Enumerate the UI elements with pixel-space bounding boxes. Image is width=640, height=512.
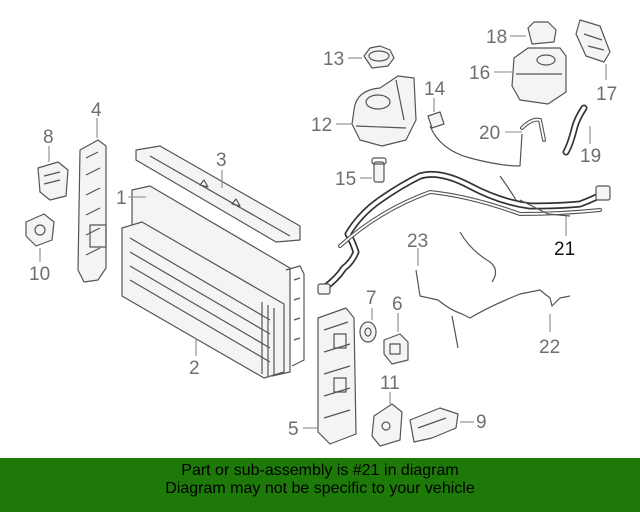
- callout-7: 7: [366, 288, 377, 309]
- part-8-bracket: [37, 161, 69, 201]
- part-22-line: [415, 231, 571, 349]
- part-10-mount: [25, 213, 55, 247]
- part-5-bracket: [317, 307, 357, 445]
- callout-23: 23: [407, 231, 428, 252]
- part-17-bracket: [575, 19, 611, 63]
- part-19-hose: [562, 104, 588, 156]
- banner-line-2: Diagram may not be specific to your vehi…: [165, 480, 475, 497]
- part-18-cap: [527, 21, 557, 45]
- part-20-hose: [520, 117, 546, 142]
- callout-17: 17: [596, 84, 617, 105]
- banner-line-1: Part or sub-assembly is #21 in diagram: [181, 462, 459, 479]
- callout-4: 4: [91, 100, 102, 121]
- callout-20: 20: [479, 123, 500, 144]
- callout-3: 3: [216, 150, 227, 171]
- callout-21: 21: [554, 239, 575, 260]
- part-11-bracket: [371, 403, 403, 447]
- callout-labels: 1 2 3 4 5 6 7 8 9 10 11 12 13 14 15 16 1…: [29, 27, 617, 440]
- part-2-radiator: [121, 185, 305, 379]
- callout-2: 2: [189, 358, 200, 379]
- part-14-clip: [427, 111, 445, 129]
- callout-12: 12: [311, 115, 332, 136]
- callout-18: 18: [486, 27, 507, 48]
- callout-13: 13: [323, 49, 344, 70]
- callout-10: 10: [29, 264, 50, 285]
- part-16-reservoir: [511, 47, 567, 105]
- callout-1: 1: [116, 188, 127, 209]
- callout-19: 19: [580, 146, 601, 167]
- callout-6: 6: [392, 294, 403, 315]
- info-banner: Part or sub-assembly is #21 in diagram D…: [0, 458, 640, 512]
- callout-8: 8: [43, 127, 54, 148]
- part-9-bracket: [409, 407, 459, 443]
- callout-9: 9: [476, 412, 487, 433]
- part-7-grommet: [359, 321, 377, 343]
- part-13-cap: [363, 45, 395, 69]
- callout-22: 22: [539, 337, 560, 358]
- part-4-side-bracket: [77, 139, 107, 283]
- callout-5: 5: [288, 419, 299, 440]
- callout-16: 16: [469, 63, 490, 84]
- callout-15: 15: [335, 169, 356, 190]
- callout-14: 14: [424, 79, 446, 100]
- part-12-expansion-tank: [351, 75, 417, 147]
- parts-diagram: 1 2 3 4 5 6 7 8 9 10 11 12 13 14 15 16 1…: [25, 19, 617, 447]
- part-3-cover: [135, 145, 301, 243]
- part-6-sensor: [383, 333, 409, 365]
- callout-11: 11: [380, 373, 400, 394]
- part-21-hose-assembly: [317, 125, 611, 295]
- part-15-fitting: [371, 157, 387, 183]
